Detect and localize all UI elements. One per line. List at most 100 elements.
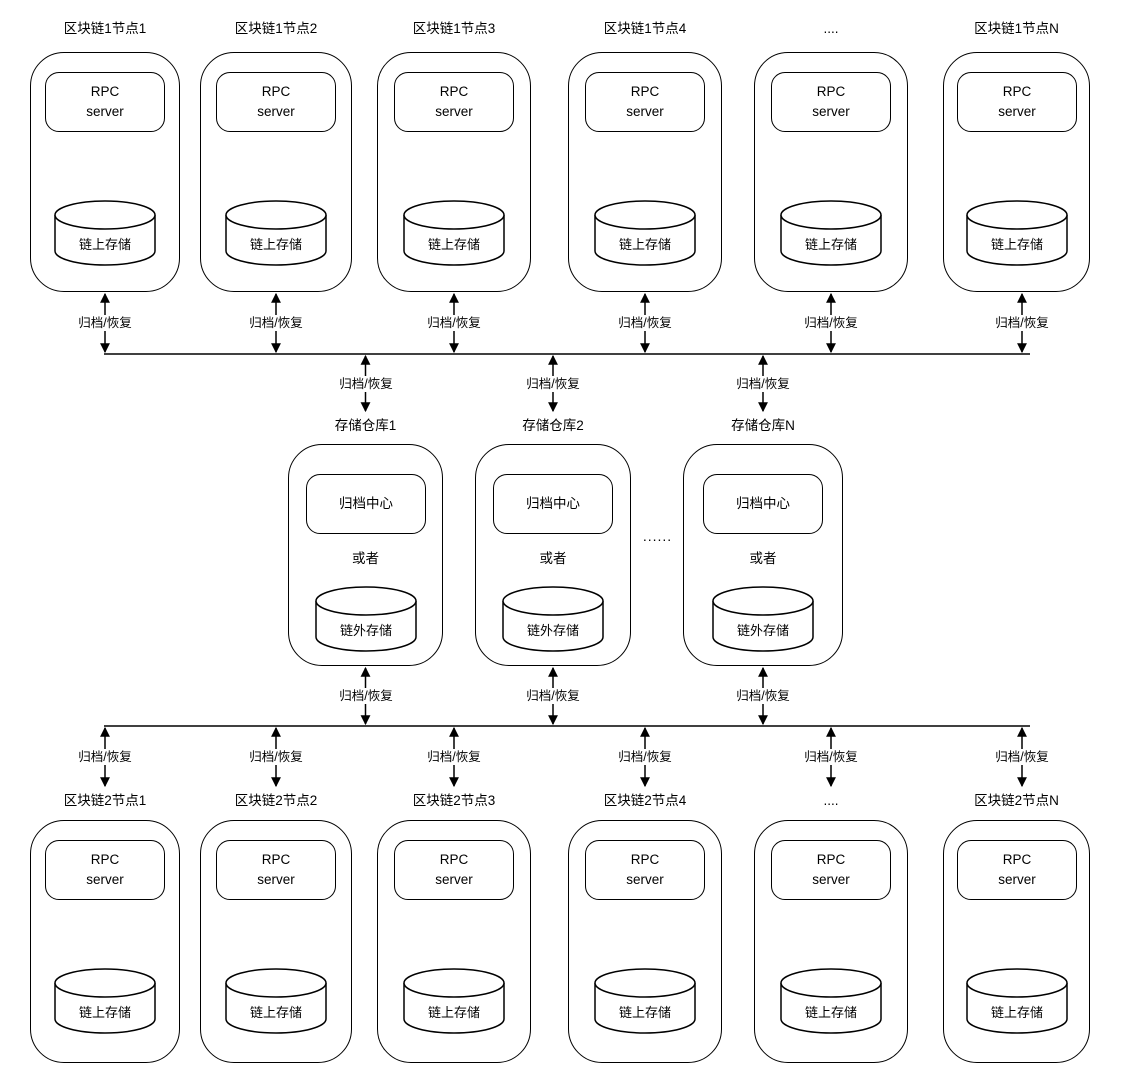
node-title: 区块链2节点2 [234,793,318,808]
onchain-storage-label: 链上存储 [249,1005,302,1020]
archive-center-box: 归档中心 [493,474,613,534]
edge-label-archive-restore: 归档/恢复 [801,315,861,331]
onchain-storage-label: 链上存储 [427,1005,480,1020]
onchain-storage-cylinder: 链上存储 [402,968,506,1034]
node-title: 区块链2节点4 [603,793,687,808]
cylinder-shape [966,200,1068,266]
rpc-server-label: RPC server [812,84,850,119]
archive-center-label: 归档中心 [339,496,393,512]
cylinder-shape [403,200,505,266]
edge-label-archive-restore: 归档/恢复 [615,749,675,765]
or-label: 或者 [749,551,777,566]
node-title: 区块链2节点N [974,793,1059,808]
onchain-storage-label: 链上存储 [249,237,302,252]
onchain-storage-cylinder: 链上存储 [224,200,328,266]
edge-label-archive-restore: 归档/恢复 [801,749,861,765]
rpc-server-label: RPC server [257,852,295,887]
node-title-ellipsis: .... [823,793,839,808]
rpc-server-label: RPC server [626,852,664,887]
edge-label-archive-restore: 归档/恢复 [336,376,396,392]
onchain-storage-label: 链上存储 [78,237,131,252]
node-title: 区块链2节点3 [412,793,496,808]
warehouse-title: 存储仓库N [731,418,795,433]
cylinder-shape [403,968,505,1034]
onchain-storage-label: 链上存储 [804,237,857,252]
node-title: 区块链1节点4 [603,21,687,36]
onchain-storage-cylinder: 链上存储 [779,200,883,266]
rpc-server-box: RPC server [585,840,705,900]
rpc-server-label: RPC server [257,84,295,119]
offchain-storage-label: 链外存储 [736,623,789,638]
rpc-server-box: RPC server [45,72,165,132]
onchain-storage-label: 链上存储 [618,1005,671,1020]
rpc-server-label: RPC server [998,852,1036,887]
edge-label-archive-restore: 归档/恢复 [523,376,583,392]
onchain-storage-label: 链上存储 [427,237,480,252]
rpc-server-label: RPC server [86,852,124,887]
offchain-storage-label: 链外存储 [339,623,392,638]
cylinder-shape [502,586,604,652]
rpc-server-box: RPC server [771,72,891,132]
rpc-server-box: RPC server [394,840,514,900]
onchain-storage-cylinder: 链上存储 [224,968,328,1034]
onchain-storage-label: 链上存储 [990,1005,1043,1020]
onchain-storage-cylinder: 链上存储 [402,200,506,266]
rpc-server-box: RPC server [45,840,165,900]
cylinder-shape [966,968,1068,1034]
onchain-storage-cylinder: 链上存储 [593,968,697,1034]
rpc-server-box: RPC server [957,72,1077,132]
rpc-server-box: RPC server [216,840,336,900]
archive-center-label: 归档中心 [736,496,790,512]
cylinder-shape [594,968,696,1034]
offchain-storage-cylinder: 链外存储 [711,586,815,652]
offchain-storage-cylinder: 链外存储 [314,586,418,652]
edge-label-archive-restore: 归档/恢复 [733,376,793,392]
or-label: 或者 [539,551,567,566]
archive-center-box: 归档中心 [703,474,823,534]
archive-center-label: 归档中心 [526,496,580,512]
cylinder-shape [225,200,327,266]
rpc-server-label: RPC server [998,84,1036,119]
edge-label-archive-restore: 归档/恢复 [75,315,135,331]
rpc-server-box: RPC server [394,72,514,132]
cylinder-shape [712,586,814,652]
cylinder-shape [780,200,882,266]
onchain-storage-cylinder: 链上存储 [779,968,883,1034]
edge-label-archive-restore: 归档/恢复 [75,749,135,765]
node-title: 区块链1节点N [974,21,1059,36]
rpc-server-label: RPC server [626,84,664,119]
rpc-server-label: RPC server [435,852,473,887]
warehouse-title: 存储仓库2 [522,418,584,433]
offchain-storage-cylinder: 链外存储 [501,586,605,652]
edge-label-archive-restore: 归档/恢复 [336,688,396,704]
onchain-storage-cylinder: 链上存储 [53,968,157,1034]
edge-label-archive-restore: 归档/恢复 [733,688,793,704]
warehouse-title: 存储仓库1 [334,418,397,433]
cylinder-shape [54,968,156,1034]
warehouse-ellipsis: ...... [642,528,673,544]
onchain-storage-cylinder: 链上存储 [965,200,1069,266]
onchain-storage-cylinder: 链上存储 [53,200,157,266]
edge-label-archive-restore: 归档/恢复 [523,688,583,704]
onchain-storage-cylinder: 链上存储 [593,200,697,266]
or-label: 或者 [352,551,379,566]
cylinder-shape [780,968,882,1034]
edge-label-archive-restore: 归档/恢复 [246,315,306,331]
node-title: 区块链1节点2 [234,21,318,36]
rpc-server-box: RPC server [216,72,336,132]
onchain-storage-label: 链上存储 [804,1005,857,1020]
rpc-server-box: RPC server [585,72,705,132]
onchain-storage-label: 链上存储 [990,237,1043,252]
cylinder-shape [315,586,417,652]
edge-label-archive-restore: 归档/恢复 [992,315,1052,331]
onchain-storage-label: 链上存储 [618,237,671,252]
rpc-server-label: RPC server [812,852,850,887]
onchain-storage-cylinder: 链上存储 [965,968,1069,1034]
rpc-server-label: RPC server [86,84,124,119]
node-title-ellipsis: .... [823,21,839,36]
node-title: 区块链2节点1 [63,793,147,808]
edge-label-archive-restore: 归档/恢复 [992,749,1052,765]
node-title: 区块链1节点3 [412,21,496,36]
rpc-server-box: RPC server [771,840,891,900]
